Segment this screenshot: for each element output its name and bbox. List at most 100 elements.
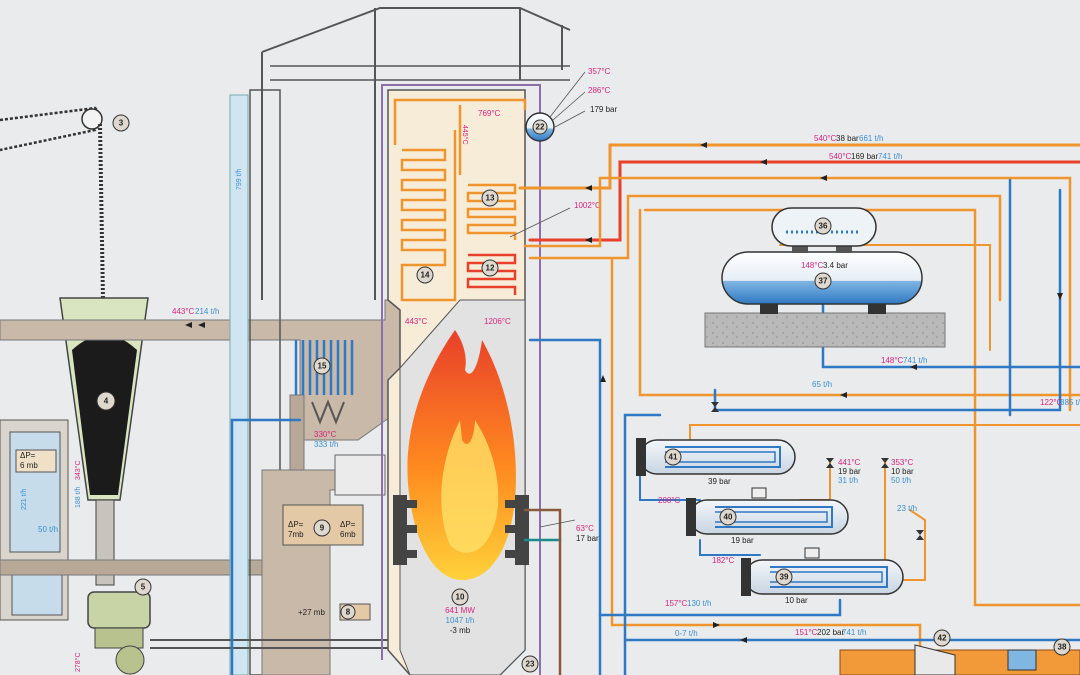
component-23-label: 23 <box>526 660 535 669</box>
deaerator-temp: 148°C <box>801 261 824 270</box>
component-22-label: 22 <box>536 123 545 132</box>
rh-temp: 540°C <box>814 134 837 143</box>
ash-hoppers <box>311 399 345 425</box>
coal-bunker <box>59 297 149 586</box>
temp-63: 63°C <box>576 524 594 533</box>
component-14-label: 14 <box>421 271 430 280</box>
flow-arrows <box>185 142 1063 643</box>
component-4-label: 4 <box>104 397 109 406</box>
air-duct <box>261 454 386 675</box>
component-13-label: 13 <box>486 194 495 203</box>
component-5 <box>134 578 152 596</box>
component-3-label: 3 <box>119 119 124 128</box>
furnace-flame <box>407 330 516 580</box>
fw-flow: 741 t/h <box>903 356 927 365</box>
p-10: 10 bar <box>891 467 914 476</box>
component-12 <box>481 259 499 277</box>
ms-temp: 540°C <box>829 152 852 161</box>
temp-353: 353°C <box>891 458 914 467</box>
temp-278: 278°C <box>74 652 82 672</box>
ms-pressure: 169 bar <box>851 152 878 161</box>
drum-temp-2: 286°C <box>588 86 611 95</box>
flue-gas-duct <box>0 299 401 576</box>
rh-pressure: 38 bar <box>836 134 859 143</box>
ms-flow: 741 t/h <box>878 152 902 161</box>
component-9-label: 9 <box>320 524 325 533</box>
rh-flow: 661 t/h <box>859 134 883 143</box>
component-41 <box>664 448 682 466</box>
flow-221: 221 t/h <box>21 488 28 510</box>
valves <box>711 402 924 540</box>
flow-741c: 741 t/h <box>842 628 866 637</box>
component-42 <box>933 629 951 647</box>
flow-50-left: 50 t/h <box>38 525 58 534</box>
downcomer-columns <box>229 89 281 675</box>
component-38-label: 38 <box>1058 643 1067 652</box>
component-4 <box>96 391 116 411</box>
component-5-label: 5 <box>141 583 146 592</box>
component-10-label: 10 <box>456 593 465 602</box>
flow-31: 31 t/h <box>838 476 858 485</box>
deaerator <box>704 207 946 348</box>
p-19b: 19 bar <box>731 536 754 545</box>
p-17: 17 bar <box>576 534 599 543</box>
hp-heater-41 <box>636 438 796 476</box>
component-14 <box>416 266 434 284</box>
dp-left-label: ΔP= <box>20 451 36 460</box>
drum-temp-1: 357°C <box>588 67 611 76</box>
component-37-label: 37 <box>819 277 828 286</box>
flow-188: 188 t/h <box>75 486 82 508</box>
final-superheater-12 <box>466 253 517 295</box>
p-10b: 10 bar <box>785 596 808 605</box>
component-41-label: 41 <box>669 453 678 462</box>
component-15-label: 15 <box>318 362 327 371</box>
furnace-flow: 1047 t/h <box>446 616 475 625</box>
temp-441: 441°C <box>838 458 861 467</box>
lp-heater-39 <box>741 547 904 596</box>
boiler-house-frame <box>261 7 571 300</box>
furnace-pressure: -3 mb <box>450 626 471 635</box>
flow-130: 130 t/h <box>687 599 711 608</box>
drum-pressure: 179 bar <box>590 105 617 114</box>
p-202: 202 bar <box>817 628 844 637</box>
component-22 <box>532 119 548 135</box>
flue-temp: 443°C <box>172 307 195 316</box>
callout-63 <box>539 519 576 528</box>
flow-0-7: 0-7 t/h <box>675 629 698 638</box>
temp-769: 769°C <box>478 109 501 118</box>
flow-333: 333 t/h <box>314 440 338 449</box>
component-39-label: 39 <box>780 573 789 582</box>
air-preheater-left <box>0 419 69 621</box>
temp-343: 343°C <box>74 460 82 480</box>
component-42-label: 42 <box>938 634 947 643</box>
component-36-label: 36 <box>819 222 828 231</box>
component-8-label: 8 <box>346 608 351 617</box>
component-37 <box>814 272 832 290</box>
superheater-14 <box>400 130 457 302</box>
drum-callouts <box>549 71 586 128</box>
temp-208: 208°C <box>658 496 681 505</box>
dp-9b-value: 6mb <box>340 530 356 539</box>
temp-157: 157°C <box>665 599 688 608</box>
temp-330: 330°C <box>314 430 337 439</box>
fan-pressure: +27 mb <box>298 608 325 617</box>
component-9 <box>313 519 331 537</box>
deaerator-pressure: 3.4 bar <box>823 261 848 270</box>
component-10 <box>451 588 469 606</box>
component-3 <box>112 114 130 132</box>
component-13 <box>481 189 499 207</box>
component-40 <box>719 508 737 526</box>
p-19: 19 bar <box>838 467 861 476</box>
feed-pump-42 <box>839 644 1080 675</box>
temp-122: 122°C <box>1040 398 1063 407</box>
temp-151: 151°C <box>795 628 818 637</box>
riser-tubes <box>381 84 541 675</box>
flow-885: 885 t/h <box>1060 398 1080 407</box>
component-8 <box>340 604 356 620</box>
component-39 <box>775 568 793 586</box>
dp-9a-value: 7mb <box>288 530 304 539</box>
dp-left-value: 6 mb <box>20 461 38 470</box>
furnace-power: 641 MW <box>445 606 475 615</box>
